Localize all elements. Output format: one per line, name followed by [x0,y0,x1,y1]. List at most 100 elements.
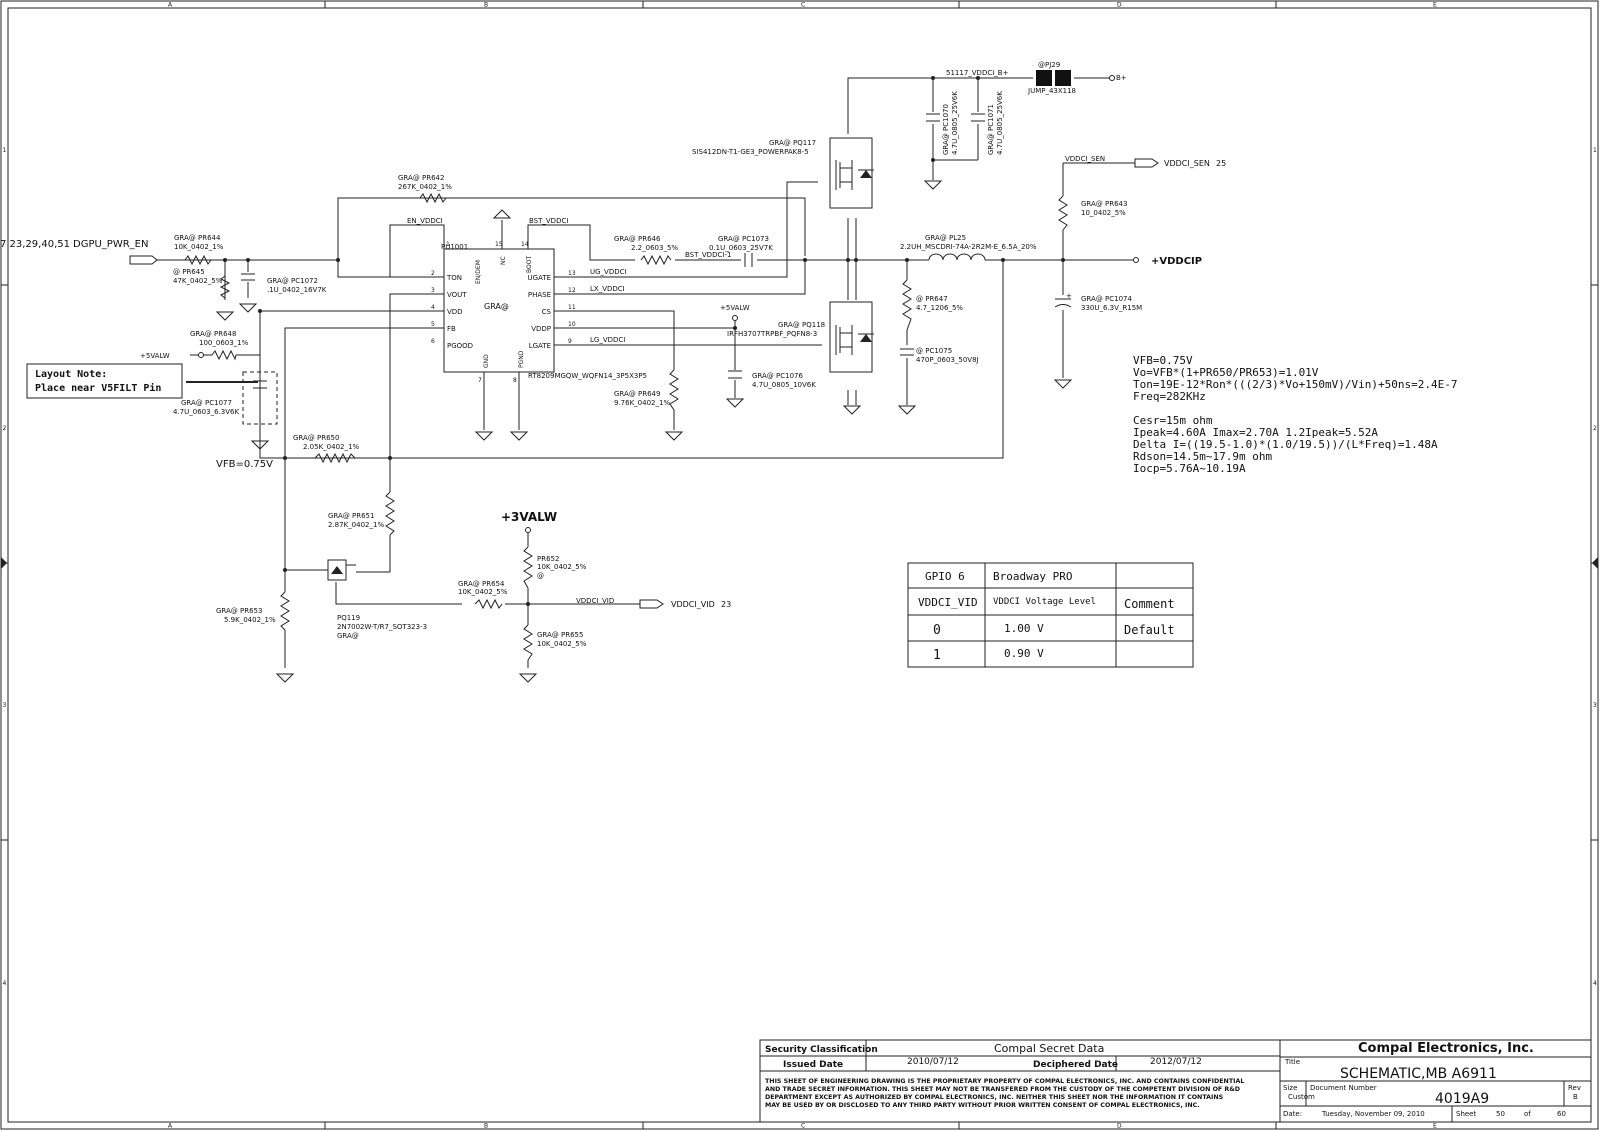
resistor-pr650: GRA@ PR650 2.05K_0402_1% [293,434,359,464]
pr653-val: 5.9K_0402_1% [224,616,276,624]
deciphered-value: 2012/07/12 [1150,1057,1202,1067]
size-value: Custom [1288,1093,1315,1101]
capacitor-pc1074: + GRA@ PC1074 330U_6.3V_R15M [1054,292,1142,312]
resistor-pr647: @ PR647 4.7_1206_5% [902,279,963,331]
pr651-ref: GRA@ PR651 [328,512,374,520]
resistor-pr655: GRA@ PR655 10K_0402_5% [523,624,587,661]
resistor-pr648: GRA@ PR648 100_0603_1% [190,330,249,361]
capacitor-pc1075: @ PC1075 470P_0603_50V8J [900,347,979,364]
pr649-ref: GRA@ PR649 [614,390,660,398]
pu1001-ref: PU1001 [441,243,468,251]
pc1073-ref: GRA@ PC1073 [718,235,769,243]
pc1071-ref: GRA@ PC1071 [987,104,995,155]
pc1072-ref: GRA@ PC1072 [267,277,318,285]
bst-vddci-label: BST_VDDCI [529,217,568,225]
ground-icon [215,311,235,321]
pc1070-ref: GRA@ PC1070 [942,104,950,155]
size-label: Size [1283,1084,1297,1092]
resistor-pr643: GRA@ PR643 10_0402_5% [1058,195,1127,231]
ground-icon [897,405,917,415]
rev-value: B [1573,1093,1578,1101]
border-row-2-left: 2 [3,425,7,432]
pq119-opt: GRA@ [337,632,359,640]
pin-ugate-name: UGATE [528,274,552,282]
border-col-d-top: D [1117,2,1122,9]
mosfet-pq117: GRA@ PQ117 SIS412DN-T1-GE3_POWERPAK8-5 [692,137,874,209]
pin-pgnd-num: 8 [513,377,517,384]
pin-phase-num: 12 [568,287,576,294]
rev-label: Rev [1568,1084,1581,1092]
capacitor-pc1076: GRA@ PC1076 4.7U_0805_10V6K [728,370,816,389]
pin-boot-name: BOOT [526,256,533,273]
pl25-ref: GRA@ PL25 [925,234,966,242]
pc1072-val: .1U_0402_16V7K [267,286,327,294]
company-name: Compal Electronics, Inc. [1358,1041,1534,1056]
pu1001-gra: GRA@ [484,302,509,311]
layout-note-line2: Place near V5FILT Pin [35,382,161,394]
border-col-a-bottom: A [168,1123,173,1130]
calc-note-line: Ton=19E-12*Ron*(((2/3)*Vo+150mV)/Vin)+50… [1133,378,1458,391]
ug-vddci-label: UG_VDDCI [590,268,627,276]
vid-table-cell: GPIO 6 [925,570,965,583]
border-col-c-bottom: C [801,1123,805,1130]
vddci-b-plus-label: 51117_VDDCI_B+ [946,69,1009,77]
issued-value: 2010/07/12 [907,1057,959,1067]
sheet-label: Sheet [1456,1110,1476,1118]
border-col-d-bottom: D [1117,1123,1122,1130]
pin-lgate-name: LGATE [529,342,551,350]
svg-text:+: + [1066,292,1072,300]
border-row-4-right: 4 [1593,980,1597,987]
sheet-number: 50 [1496,1110,1505,1118]
vid-table-cell: VDDCI Voltage Level [993,597,1096,607]
pin-ugate-num: 13 [568,270,576,277]
pin-pgnd-name: PGND [518,350,525,368]
pq119-ref: PQ119 [337,614,360,622]
pc1071-val: 4.7U_0805_25V6K [996,91,1004,155]
calc-notes: VFB=0.75V Vo=VFB*(1+PR650/PR653)=1.01V T… [1133,354,1458,475]
pr645-ref: @ PR645 [173,268,205,276]
pc1074-val: 330U_6.3V_R15M [1081,304,1142,312]
ground-symbols [215,180,1073,683]
capacitor-pc1077: GRA@ PC1077 4.7U_0603_6.3V6K [173,371,278,425]
pu1001-part: RT8209MGQW_WQFN14_3P5X3P5 [528,372,647,380]
pc1075-val: 470P_0603_50V8J [916,356,979,364]
border-col-b-bottom: B [484,1123,488,1130]
ground-icon [275,673,295,683]
pr643-val: 10_0402_5% [1081,209,1126,217]
vddci-vid-ref: 23 [721,600,731,609]
vfb-label: VFB=0.75V [216,459,273,470]
border-row-3-left: 3 [3,702,7,709]
docnum-value: 4019A9 [1435,1091,1489,1107]
date-value: Tuesday, November 09, 2010 [1321,1110,1425,1118]
capacitor-pc1072: GRA@ PC1072 .1U_0402_16V7K [241,273,327,294]
pin-vdd-num: 4 [431,304,435,311]
pr646-ref: GRA@ PR646 [614,235,661,243]
calc-note-line: Rdson=14.5m~17.9m ohm [1133,450,1272,463]
capacitor-pc1073: GRA@ PC1073 0.1U_0603_25V7K [709,235,773,267]
pin-gnd-name: GND [483,354,490,368]
border-col-a-top: A [168,2,173,9]
pin-pgood-name: PGOOD [447,342,473,350]
pin-cs-num: 11 [568,304,576,311]
pr655-ref: GRA@ PR655 [537,631,583,639]
notice-line: THIS SHEET OF ENGINEERING DRAWING IS THE… [765,1078,1244,1085]
ground-icon [250,440,270,450]
jumper-pj29: @PJ29 JUMP_43X118 [1027,61,1076,95]
vid-table-cell: Default [1124,623,1175,637]
sheet-total: 60 [1557,1110,1566,1118]
border-col-e-top: E [1433,2,1437,9]
title-label: Title [1284,1058,1300,1066]
pr650-val: 2.05K_0402_1% [303,443,359,451]
notice-line: AND TRADE SECRET INFORMATION. THIS SHEET… [765,1086,1240,1093]
bst-vddci-1-label: BST_VDDCI-1 [685,251,731,259]
border-row-3-right: 3 [1593,702,1597,709]
calc-note-line: VFB=0.75V [1133,354,1193,367]
vid-table-cell: 0 [933,623,941,638]
pc1074-ref: GRA@ PC1074 [1081,295,1132,303]
resistor-pr646: GRA@ PR646 2.2_0603_5% [614,235,678,266]
vid-table-cell: VDDCI_VID [918,596,978,609]
nc-arrow-icon [492,209,512,219]
vddci-vid-port-label: VDDCI_VID [671,600,715,609]
pin-cs-name: CS [542,308,552,316]
net-vddci-sen: VDDCI_SEN VDDCI_SEN 25 [1065,155,1226,168]
